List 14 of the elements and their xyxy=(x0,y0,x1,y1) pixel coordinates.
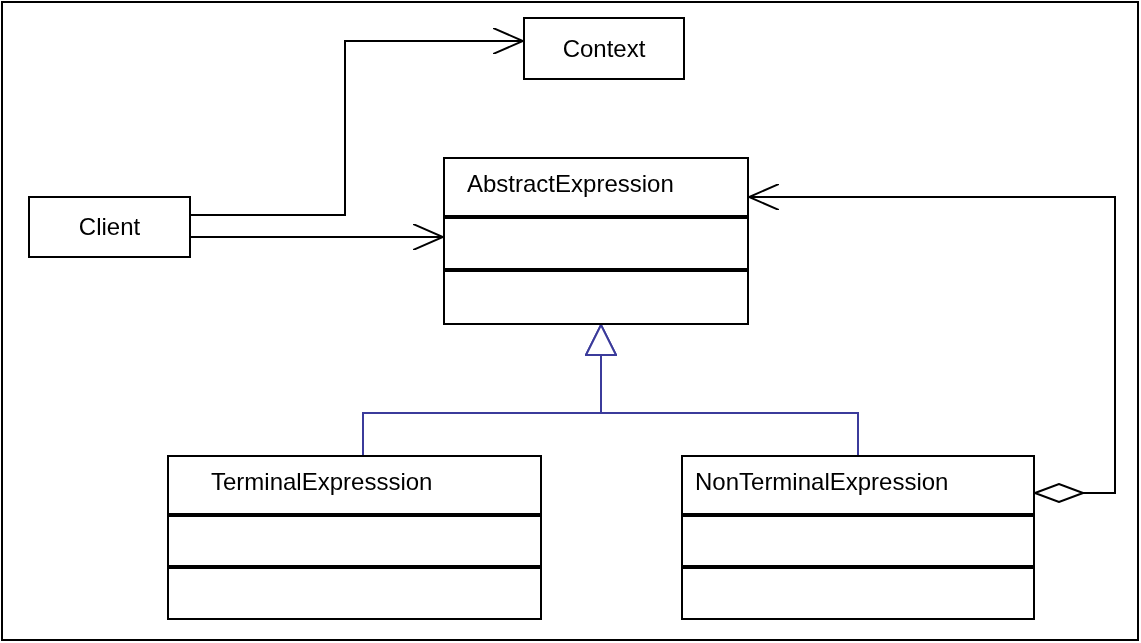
class-name: AbstractExpression xyxy=(467,170,674,198)
association-arrow xyxy=(190,27,524,216)
class-name: TerminalExpresssion xyxy=(211,468,433,496)
class-box xyxy=(443,157,749,325)
class-box xyxy=(523,17,685,80)
association-arrow xyxy=(190,223,444,251)
class-name: Context xyxy=(562,34,646,63)
class-box xyxy=(28,196,191,258)
class-name: Client xyxy=(78,213,141,241)
class-name: NonTerminalExpression xyxy=(695,468,949,496)
aggregation-arrow xyxy=(748,183,1116,503)
inheritance-arrow xyxy=(585,324,859,456)
class-box xyxy=(167,455,542,620)
class-box xyxy=(681,455,1035,620)
